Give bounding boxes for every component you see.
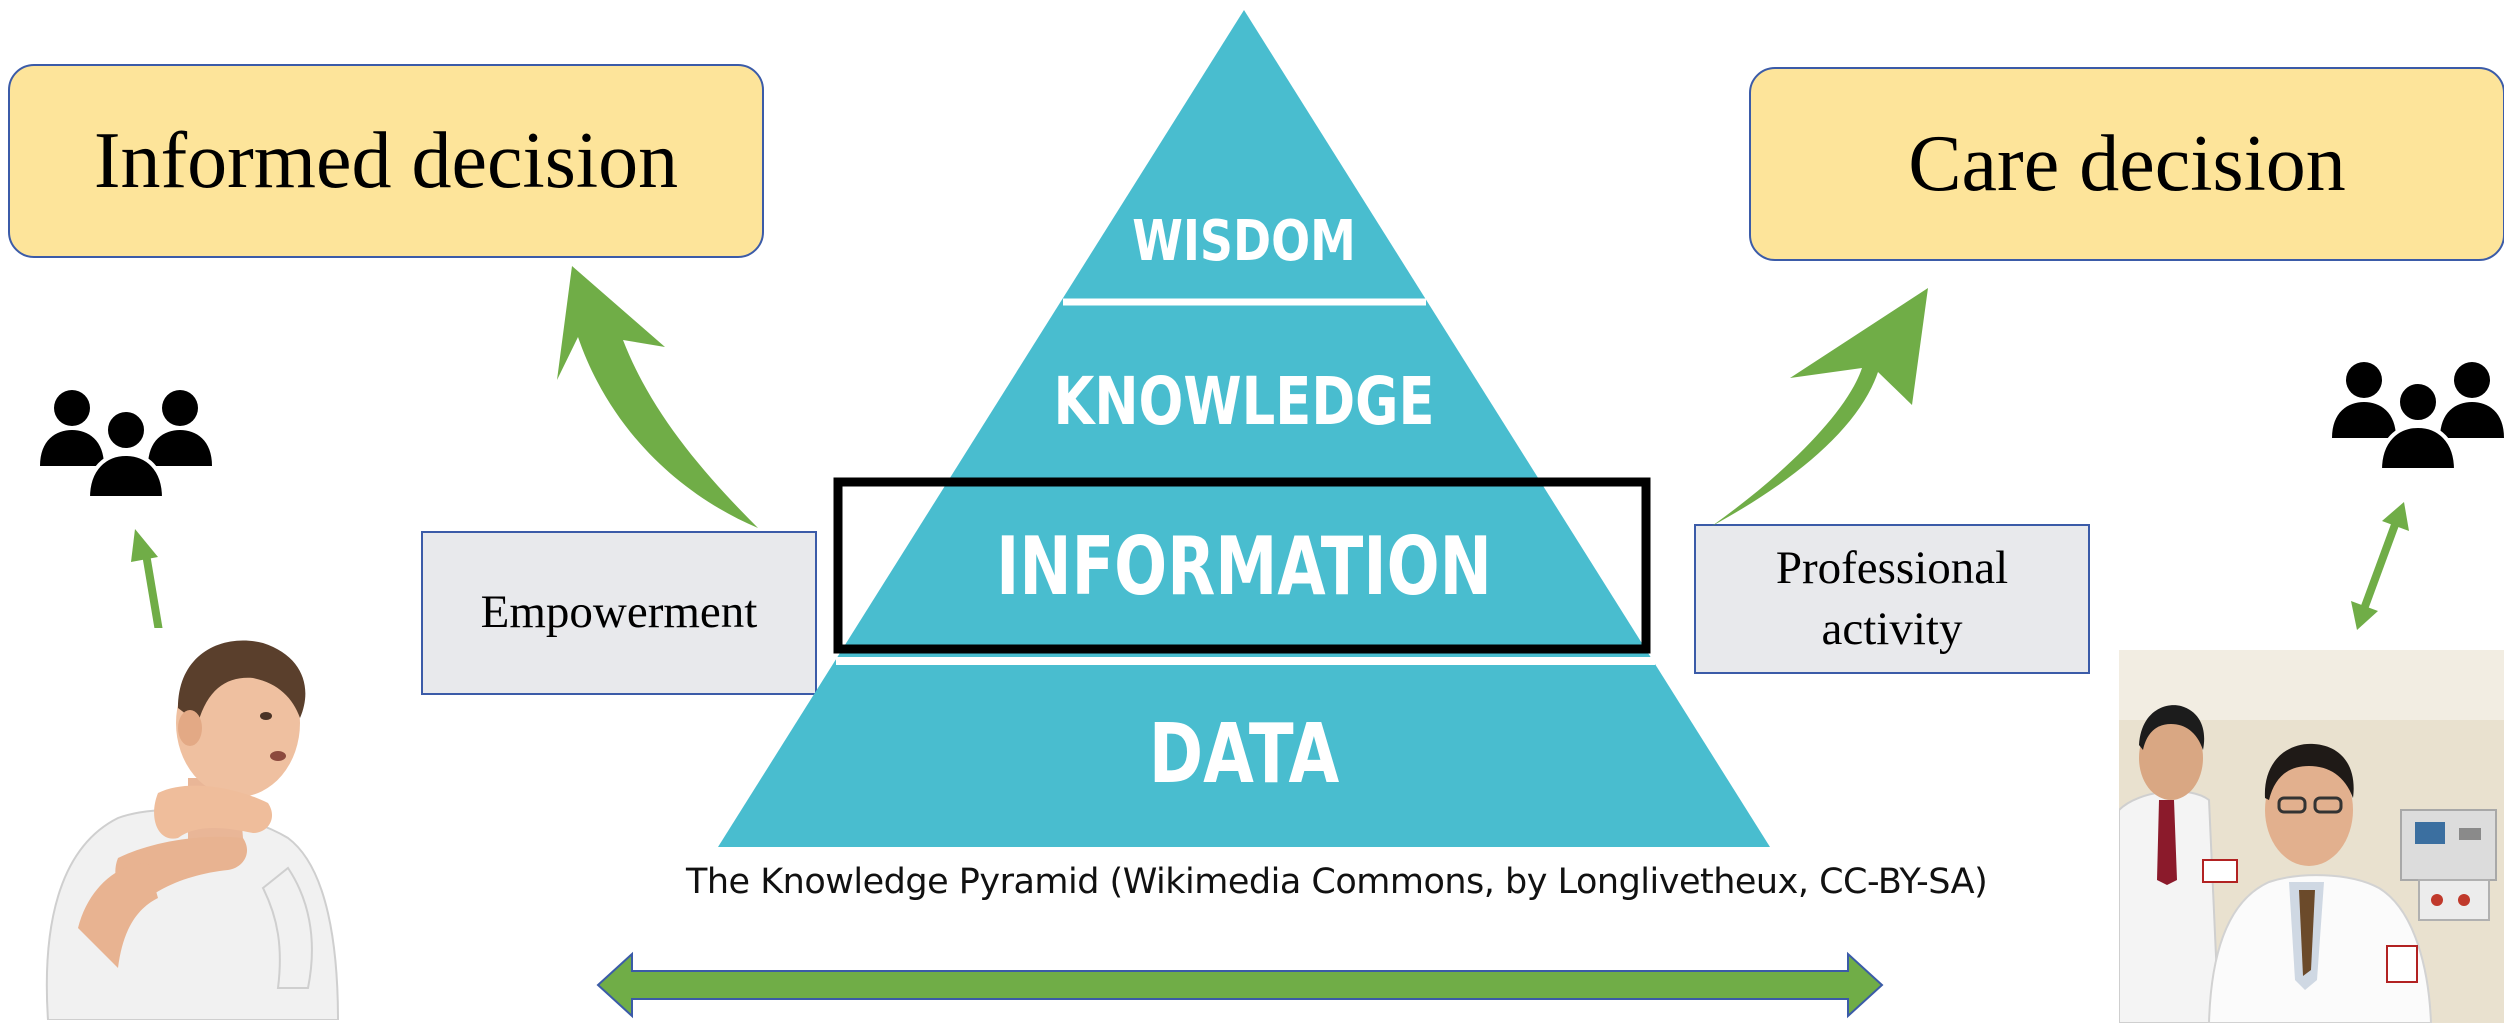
- empowerment-box: Empowerment: [421, 531, 817, 695]
- clinicians-photo: [2119, 650, 2504, 1023]
- professional-activity-line1: Professional: [1775, 541, 2009, 594]
- curved-arrow-left: [557, 266, 758, 528]
- informed-decision-box: Informed decision: [8, 64, 764, 258]
- patient-illustration: [38, 628, 350, 1020]
- professional-activity-line2: activity: [1821, 603, 1963, 655]
- pyramid-level-knowledge: KNOWLEDGE: [1053, 364, 1434, 440]
- pyramid-level-data: DATA: [1149, 706, 1340, 802]
- care-decision-label: Care decision: [1908, 119, 2346, 208]
- pyramid-level-information: INFORMATION: [996, 519, 1492, 613]
- care-decision-box: Care decision: [1749, 67, 2504, 261]
- people-group-icon-right: [2332, 362, 2504, 470]
- informed-decision-label: Informed decision: [93, 116, 679, 205]
- pyramid-shape: [718, 10, 1770, 847]
- curved-arrow-right: [1712, 288, 1928, 526]
- bottom-double-arrow: [596, 951, 1884, 1019]
- information-highlight-frame: [833, 477, 1651, 654]
- empowerment-label: Empowerment: [480, 586, 758, 639]
- double-arrow-right-icon: [2351, 502, 2409, 630]
- people-group-icon-left: [40, 390, 212, 498]
- pyramid-level-wisdom: WISDOM: [1132, 209, 1356, 275]
- pyramid-caption: The Knowledge Pyramid (Wikimedia Commons…: [686, 862, 1988, 902]
- professional-activity-box: Professional activity: [1694, 524, 2090, 674]
